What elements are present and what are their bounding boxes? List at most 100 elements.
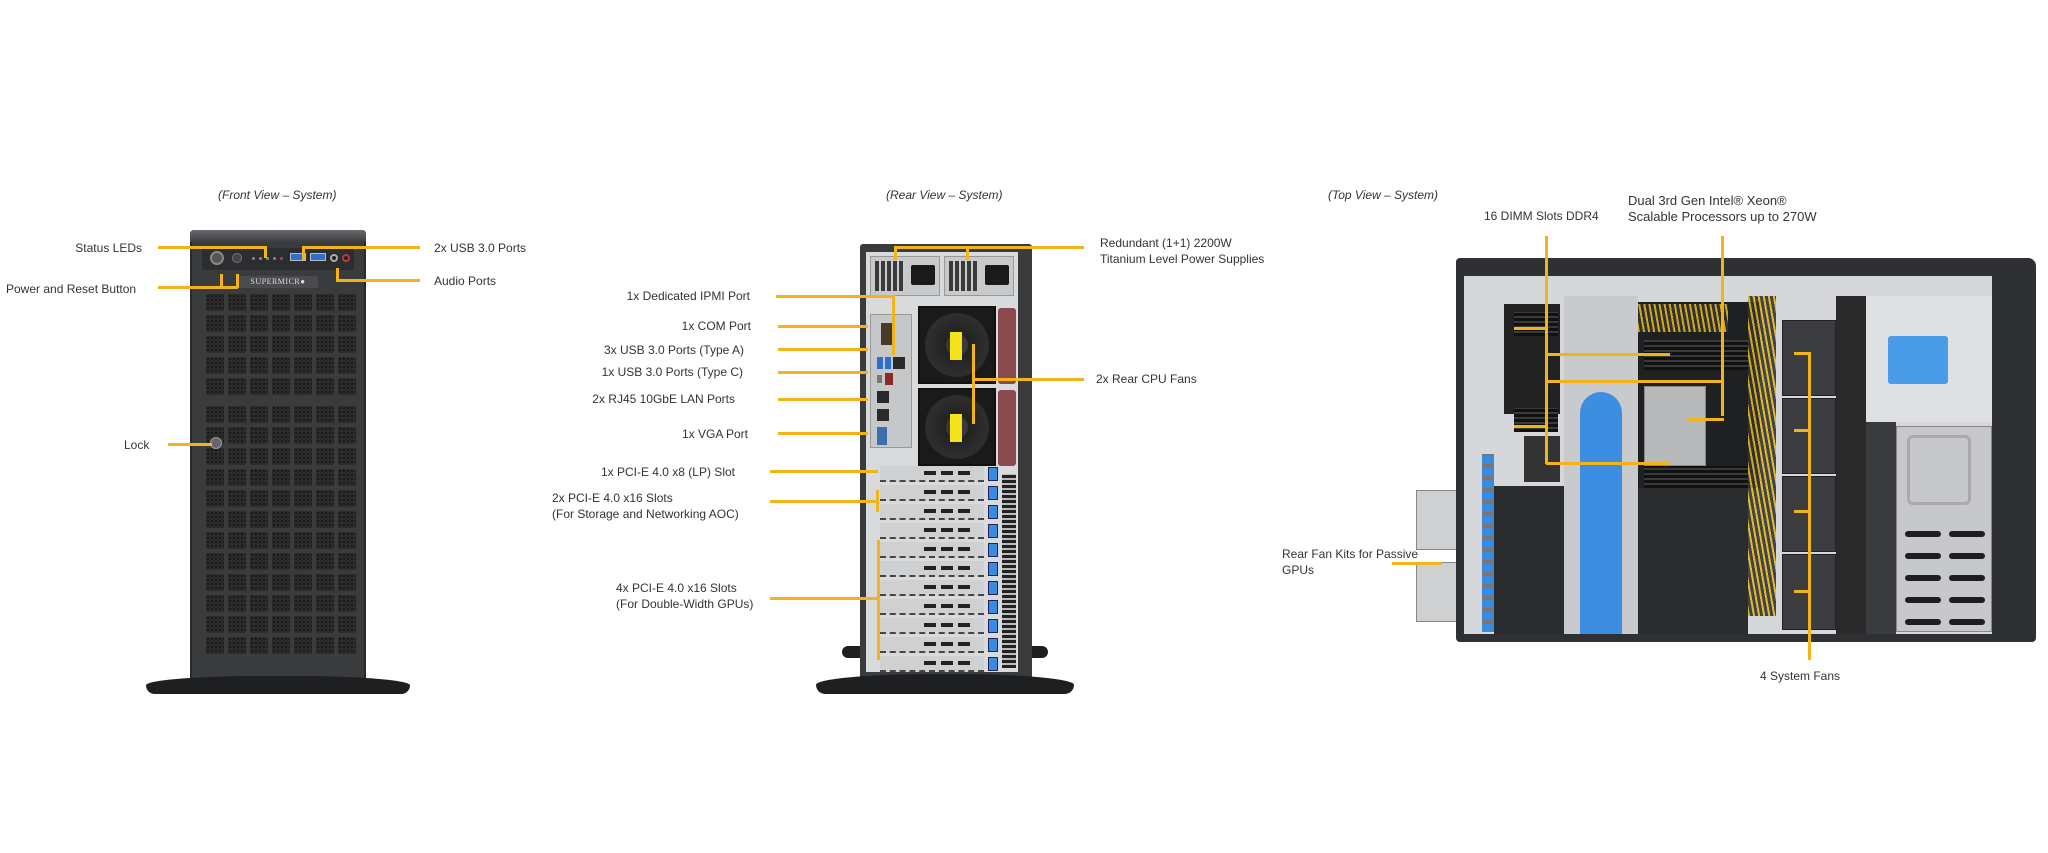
dimm-slots xyxy=(1644,466,1754,488)
vent-cell xyxy=(272,469,290,486)
pci-slot-cover xyxy=(880,523,984,539)
label-lan: 2x RJ45 10GbE LAN Ports xyxy=(592,392,735,406)
vent-cell xyxy=(338,574,356,591)
top-chassis-body xyxy=(1456,258,2036,642)
lan-port-icon xyxy=(877,391,889,403)
callout-line xyxy=(1546,353,1670,356)
slot-clip-icon xyxy=(988,581,998,595)
front-chassis-body: SUPERMICR● xyxy=(190,230,366,682)
vent-cell xyxy=(250,616,268,633)
callout-line xyxy=(974,378,1084,381)
callout-line xyxy=(778,432,868,435)
vent-cell xyxy=(316,637,334,654)
vent-cell xyxy=(250,511,268,528)
vent-cell xyxy=(250,595,268,612)
slot-vent-holes xyxy=(924,642,972,646)
callout-line xyxy=(1794,352,1810,355)
slot-clip-icon xyxy=(988,657,998,671)
slot-clip-icon xyxy=(988,600,998,614)
callout-line xyxy=(966,246,1084,249)
power-cables xyxy=(1638,304,1728,332)
callout-line xyxy=(220,274,223,288)
vent-cell xyxy=(338,616,356,633)
callout-line xyxy=(1514,327,1546,330)
fan-handle xyxy=(998,308,1016,384)
brand-logo: SUPERMICR● xyxy=(238,276,318,288)
vent-cell xyxy=(338,532,356,549)
vent-cell xyxy=(294,336,312,353)
vent-cell xyxy=(316,448,334,465)
vent-cell xyxy=(250,574,268,591)
label-fan-kit-line1: Rear Fan Kits for Passive xyxy=(1282,547,1419,561)
vent-cell xyxy=(272,511,290,528)
vent-cell xyxy=(250,469,268,486)
front-top-bezel xyxy=(190,230,366,242)
vent-cell xyxy=(228,406,246,423)
vent-cell xyxy=(316,357,334,374)
com-port-icon xyxy=(881,323,895,345)
power-button-icon xyxy=(210,251,224,265)
label-pcie-lp: 1x PCI-E 4.0 x8 (LP) Slot xyxy=(600,465,735,479)
top-interior xyxy=(1464,276,1992,634)
fan-warning-label xyxy=(950,332,962,360)
vent-cell xyxy=(206,595,224,612)
vent-cell xyxy=(316,574,334,591)
status-led-icon xyxy=(252,257,255,260)
slot-clip-icon xyxy=(988,619,998,633)
label-cpu-line2: Scalable Processors up to 270W xyxy=(1628,209,1817,224)
cage-vent xyxy=(1949,553,1985,559)
vent-cell xyxy=(206,406,224,423)
vent-cell xyxy=(228,532,246,549)
rear-view-caption: (Rear View – System) xyxy=(886,188,1003,202)
vent-cell xyxy=(272,595,290,612)
vent-cell xyxy=(294,469,312,486)
label-system-fans: 4 System Fans xyxy=(1760,669,1841,683)
vent-cell xyxy=(294,511,312,528)
vent-cell xyxy=(206,469,224,486)
vent-cell xyxy=(228,469,246,486)
ipmi-port-icon xyxy=(893,357,905,369)
vent-cell xyxy=(316,616,334,633)
vent-cell xyxy=(228,448,246,465)
vent-cell xyxy=(294,427,312,444)
label-pcie-gpu-line2: (For Double-Width GPUs) xyxy=(616,597,754,611)
vent-cell xyxy=(228,427,246,444)
callout-line xyxy=(264,246,267,258)
label-dimm: 16 DIMM Slots DDR4 xyxy=(1484,209,1599,223)
io-shield xyxy=(870,314,912,448)
psu-grill-icon xyxy=(949,261,979,291)
label-com: 1x COM Port xyxy=(681,319,751,333)
vent-cell xyxy=(272,357,290,374)
label-power-reset: Power and Reset Button xyxy=(6,282,137,296)
callout-line xyxy=(1548,380,1722,383)
pci-slot-cover xyxy=(880,580,984,596)
power-supply-2 xyxy=(944,256,1014,296)
vent-cell xyxy=(338,315,356,332)
callout-line xyxy=(776,295,894,298)
usb-port-icon xyxy=(290,253,306,261)
status-led-icon xyxy=(280,257,283,260)
slot-clip-icon xyxy=(988,505,998,519)
vent-cell xyxy=(228,357,246,374)
label-psu-line2: Titanium Level Power Supplies xyxy=(1100,252,1265,266)
vent-cell xyxy=(206,315,224,332)
vent-cell xyxy=(338,469,356,486)
slot-clip-icon xyxy=(988,467,998,481)
vent-cell xyxy=(338,511,356,528)
vent-cell xyxy=(206,553,224,570)
vent-cell xyxy=(316,595,334,612)
vent-cell xyxy=(272,553,290,570)
vent-cell xyxy=(228,336,246,353)
slot-vent-holes xyxy=(924,585,972,589)
callout-line xyxy=(1808,352,1811,660)
front-vent-grid-top xyxy=(206,294,356,395)
pci-slot-cover xyxy=(880,637,984,653)
rear-cpu-fan-1 xyxy=(918,306,996,384)
slot-vent-holes xyxy=(924,604,972,608)
vent-cell xyxy=(338,406,356,423)
callout-line xyxy=(877,540,880,660)
vent-cell xyxy=(206,490,224,507)
vent-cell xyxy=(294,357,312,374)
callout-line xyxy=(336,268,339,281)
vent-cell xyxy=(294,574,312,591)
